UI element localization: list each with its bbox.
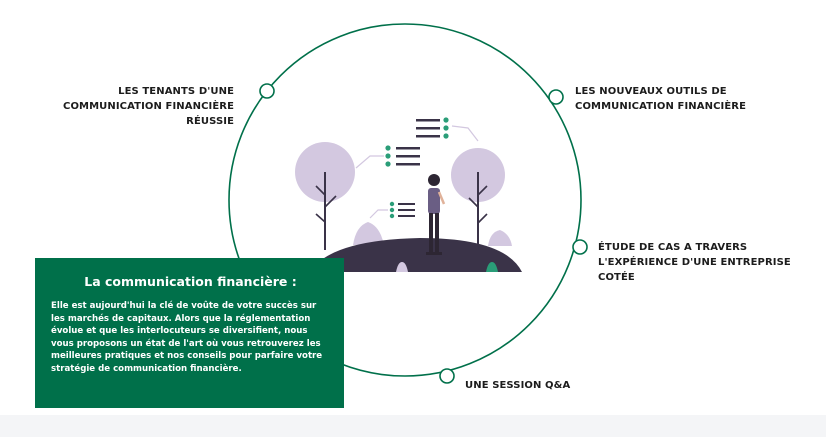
tree-icon bbox=[295, 142, 355, 250]
node-label-line: LES TENANTS D'UNE bbox=[118, 86, 234, 97]
info-body-line: vous proposons un état de l'art où vous … bbox=[51, 338, 321, 349]
person-icon bbox=[426, 174, 446, 255]
bottom-band bbox=[0, 415, 826, 437]
info-body-line: stratégie de communication financière. bbox=[51, 363, 242, 374]
list-icon bbox=[355, 145, 420, 169]
node-label-qa: UNE SESSION Q&A bbox=[465, 378, 665, 393]
list-icon bbox=[369, 201, 415, 219]
node-label-line: L'EXPÉRIENCE D'UNE ENTREPRISE bbox=[598, 257, 791, 268]
node-label-line: COMMUNICATION FINANCIÈRE bbox=[575, 101, 746, 112]
node-label-outils: LES NOUVEAUX OUTILS DE COMMUNICATION FIN… bbox=[575, 84, 775, 114]
node-label-tenants: LES TENANTS D'UNE COMMUNICATION FINANCIÈ… bbox=[58, 84, 234, 129]
node-marker-qa[interactable] bbox=[439, 368, 455, 384]
node-label-line: LES NOUVEAUX OUTILS DE bbox=[575, 86, 727, 97]
info-box-body: Elle est aujourd'hui la clé de voûte de … bbox=[51, 300, 330, 375]
node-label-line: RÉUSSIE bbox=[186, 116, 234, 127]
info-body-line: meilleures pratiques et nos conseils pou… bbox=[51, 351, 323, 361]
info-body-line: les marchés de capitaux. Alors que la ré… bbox=[51, 313, 311, 324]
node-marker-etude[interactable] bbox=[572, 239, 588, 255]
info-body-line: évolue et que les interlocuteurs se dive… bbox=[51, 326, 308, 336]
node-label-line: COMMUNICATION FINANCIÈRE bbox=[63, 101, 234, 112]
list-icon bbox=[416, 117, 479, 142]
info-box-title: La communication financière : bbox=[84, 274, 297, 289]
node-label-line: COTÉE bbox=[598, 272, 635, 283]
cycle-circle bbox=[228, 23, 582, 377]
illustration bbox=[295, 117, 522, 272]
node-marker-tenants[interactable] bbox=[259, 83, 275, 99]
info-box: La communication financière : Elle est a… bbox=[35, 258, 344, 408]
info-body-line: Elle est aujourd'hui la clé de voûte de … bbox=[51, 301, 317, 311]
node-label-etude: ÉTUDE DE CAS A TRAVERS L'EXPÉRIENCE D'UN… bbox=[598, 240, 818, 285]
tree-icon bbox=[451, 148, 505, 250]
hill-icon bbox=[310, 238, 522, 272]
node-label-line: UNE SESSION Q&A bbox=[465, 380, 571, 391]
node-label-line: ÉTUDE DE CAS A TRAVERS bbox=[598, 242, 748, 253]
node-marker-outils[interactable] bbox=[548, 89, 564, 105]
